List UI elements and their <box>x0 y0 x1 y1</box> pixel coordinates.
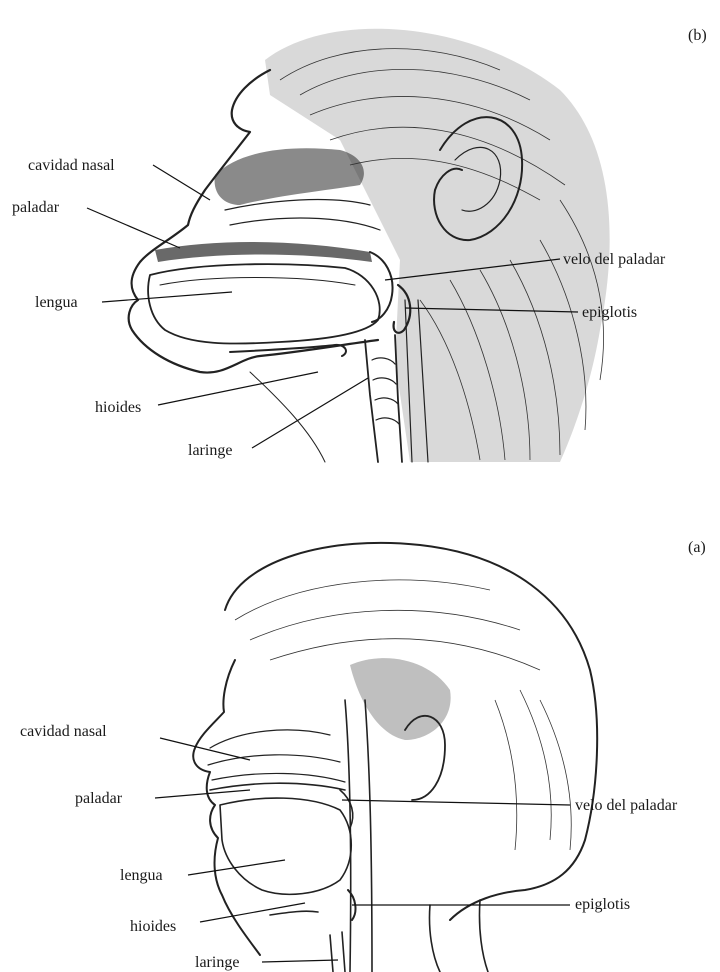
label-a-lengua: lengua <box>120 867 163 884</box>
label-a-epiglotis: epiglotis <box>575 896 630 913</box>
label-a-hioides: hioides <box>130 918 176 935</box>
label-a-cavidad-nasal: cavidad nasal <box>20 723 107 740</box>
panel-b-tongue <box>148 264 380 343</box>
panel-a-hyoid <box>270 911 318 915</box>
label-b-velo-del-paladar: velo del paladar <box>563 251 666 268</box>
leader-b-lengua <box>102 292 232 302</box>
panel-a-tongue <box>220 798 351 894</box>
panel-a-nasal-cavity <box>208 730 345 782</box>
label-a-laringe: laringe <box>195 954 239 971</box>
panel-a-profile <box>193 660 260 955</box>
label-b-paladar: paladar <box>12 199 60 216</box>
panel-a-pharynx <box>345 700 372 972</box>
label-b-laringe: laringe <box>188 442 232 459</box>
panel-b-palate <box>155 242 372 262</box>
leader-b-hioides <box>158 372 318 405</box>
label-b-cavidad-nasal: cavidad nasal <box>28 157 115 174</box>
leader-b-paladar <box>87 208 180 248</box>
leader-a-paladar <box>155 790 250 798</box>
panel-b: (b) <box>12 27 707 462</box>
leader-a-velo <box>342 800 570 805</box>
label-b-epiglotis: epiglotis <box>582 304 637 321</box>
panel-a: (a) ca <box>20 539 706 972</box>
label-a-paladar: paladar <box>75 790 123 807</box>
panel-b-larynx <box>365 335 402 462</box>
label-b-hioides: hioides <box>95 399 141 416</box>
leader-a-lengua <box>188 860 285 875</box>
panel-b-velum <box>370 252 393 322</box>
panel-b-tag: (b) <box>688 27 707 44</box>
panel-a-larynx <box>330 932 345 972</box>
panel-b-hyoid <box>230 345 346 356</box>
leader-a-cavidad-nasal <box>160 738 250 760</box>
leader-a-laringe <box>262 960 338 962</box>
panel-a-tag: (a) <box>688 539 706 556</box>
leader-b-cavidad-nasal <box>153 165 210 200</box>
label-b-lengua: lengua <box>35 294 78 311</box>
label-a-velo-del-paladar: velo del paladar <box>575 797 678 814</box>
panel-a-palate <box>210 783 345 790</box>
panel-b-nasal-cavity <box>215 148 364 205</box>
